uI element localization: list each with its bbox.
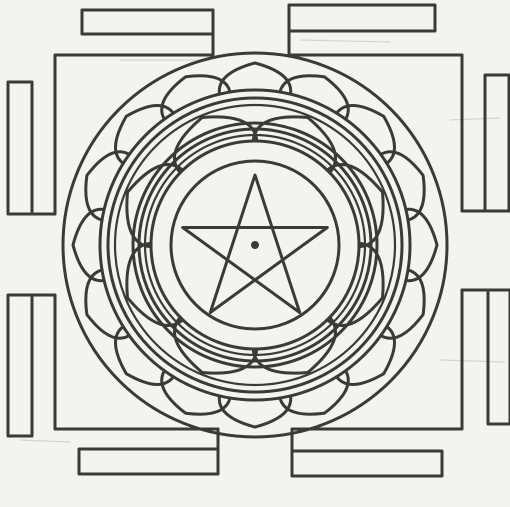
paper-texture (20, 40, 505, 442)
central-bindu (251, 241, 259, 249)
bottom-gate-right-bar (292, 451, 442, 476)
wall-top-left (55, 55, 213, 214)
top-gate-left-bar (82, 10, 213, 34)
bottom-gate-left-bar (79, 449, 218, 474)
left-gate-bottom-bar (8, 295, 32, 436)
wall-bottom-left (55, 295, 218, 429)
top-gate-right-bar (289, 5, 435, 31)
left-gate-top-bar (8, 82, 32, 214)
right-gate-bottom-bar (488, 290, 510, 424)
right-gate-top-bar (485, 75, 509, 211)
